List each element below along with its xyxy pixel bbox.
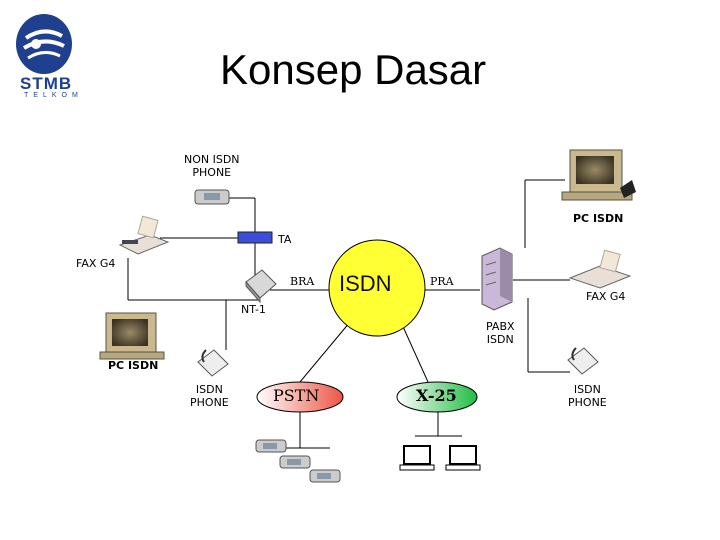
pstn-network-ellipse <box>256 381 344 413</box>
nt1-modem-icon <box>245 269 277 304</box>
label-ta: TA <box>278 233 292 246</box>
label-pra: PRA <box>430 275 454 288</box>
label-x25: X-25 <box>416 386 457 405</box>
pc-icon <box>561 149 636 201</box>
connection-lines <box>127 179 570 449</box>
label-nt1: NT-1 <box>241 303 266 316</box>
pabx-icon <box>481 247 513 311</box>
isdn-phone-icon <box>197 349 229 377</box>
page-title: Konsep Dasar <box>220 46 487 93</box>
label-pc-isdn-top: PC ISDN <box>573 212 624 225</box>
logo-subtitle: TELKOM <box>24 92 83 99</box>
telephone-icon <box>309 469 341 483</box>
label-bra: BRA <box>290 275 315 288</box>
terminal-icon <box>399 445 435 471</box>
logo-name: STMB <box>20 74 73 93</box>
fax-icon <box>118 215 170 255</box>
isdn-phone-icon <box>567 347 599 375</box>
label-pc-isdn-left: PC ISDN <box>108 359 159 372</box>
fax-icon <box>568 249 632 289</box>
logo-icon <box>16 14 72 74</box>
label-pstn: PSTN <box>273 386 320 405</box>
label-isdn-phone-right: ISDN PHONE <box>568 383 607 409</box>
ta-adapter-icon <box>237 231 273 244</box>
telephone-icon <box>279 455 311 469</box>
label-isdn-phone-left: ISDN PHONE <box>190 383 229 409</box>
terminal-icon <box>445 445 481 471</box>
label-fax-g4-left: FAX G4 <box>76 257 116 270</box>
x25-network-ellipse <box>396 381 478 413</box>
telephone-icon <box>255 439 287 453</box>
label-fax-g4-right: FAX G4 <box>586 290 626 303</box>
telephone-icon <box>194 189 230 205</box>
label-non-isdn-phone: NON ISDN PHONE <box>184 153 240 179</box>
label-isdn: ISDN <box>339 271 392 296</box>
isdn-network-circle <box>328 239 426 337</box>
label-pabx-isdn: PABX ISDN <box>486 320 515 346</box>
pc-icon <box>99 312 165 360</box>
